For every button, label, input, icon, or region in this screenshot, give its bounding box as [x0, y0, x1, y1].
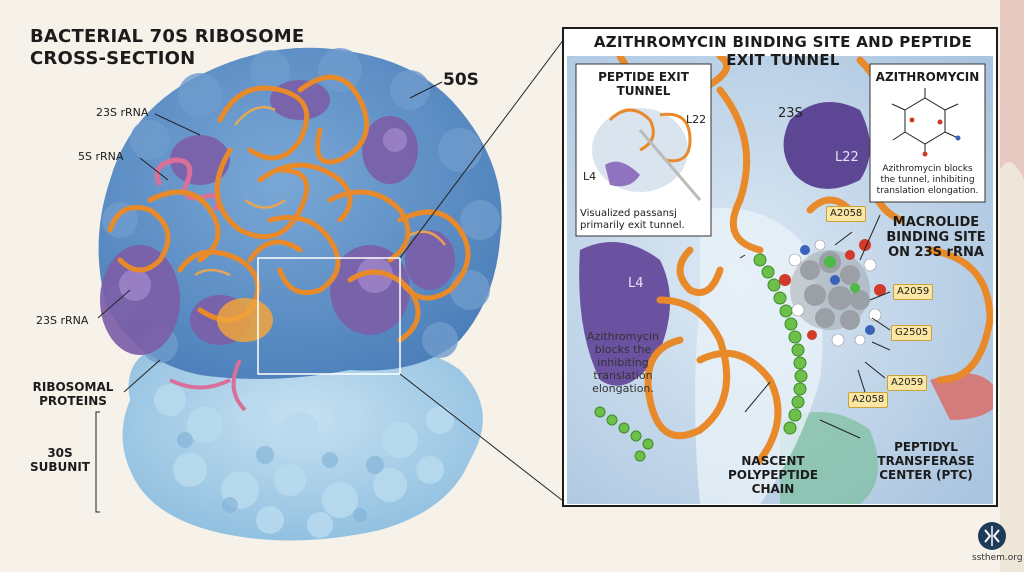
azithro-box-title: AZITHROMYCIN — [875, 70, 980, 84]
watermark-logo — [978, 522, 1006, 550]
left-leader-lines — [95, 81, 443, 513]
inset-panel — [562, 27, 998, 507]
label-5s-rrna: 5S rRNA — [78, 150, 124, 163]
tunnel-box-l22: L22 — [686, 113, 707, 126]
inset-label-23s: 23S — [778, 106, 803, 121]
label-30s-subunit: 30S SUBUNIT — [30, 446, 90, 474]
macrolide-binding-site-label: MACROLIDE BINDING SITE ON 23S rRNA — [886, 215, 986, 260]
main-title: BACTERIAL 70S RIBOSOME CROSS-SECTION — [30, 26, 304, 70]
watermark-text: ssthem.org — [972, 553, 1023, 563]
tunnel-box-caption: Visualized passansj primarily exit tunne… — [580, 208, 685, 231]
label-50s: 50S — [443, 70, 479, 90]
label-ribosomal-proteins: RIBOSOMAL PROTEINS — [32, 380, 114, 408]
inset-side-note: Azithromycin blocks the inhibiting trans… — [587, 330, 659, 395]
ribosome-structure — [98, 34, 568, 541]
label-23s-rrna-mid: 23S rRNA — [36, 314, 89, 327]
tunnel-box-l4: L4 — [583, 170, 597, 183]
tag-g2505: G2505 — [891, 325, 933, 341]
azithromycin-box — [869, 63, 986, 203]
nascent-polypeptide-label: NASCENT POLYPEPTIDE CHAIN — [727, 454, 819, 496]
tag-a2059-b: A2059 — [887, 375, 928, 391]
inset-label-l4: L4 — [628, 276, 644, 291]
inset-title: AZITHROMYCIN BINDING SITE AND PEPTIDE EX… — [593, 33, 973, 69]
azithro-box-caption: Azithromycin blocks the tunnel, inhibiti… — [876, 164, 979, 196]
label-23s-rrna-top: 23S rRNA — [96, 106, 149, 119]
tunnel-box-title: PEPTIDE EXIT TUNNEL — [598, 70, 689, 98]
azithromycin-molecule — [779, 239, 886, 347]
tunnel-inset-box — [575, 63, 712, 237]
rrna-23s-loops — [107, 74, 471, 343]
main-title-line-2: CROSS-SECTION — [30, 48, 196, 69]
ptc-label: PEPTIDYL TRANSFERASE CENTER (PTC) — [877, 440, 975, 482]
rrna-5s — [154, 157, 221, 212]
tag-a2058-top: A2058 — [826, 206, 867, 222]
tag-a2058-bottom: A2058 — [848, 392, 889, 408]
tag-a2059-a: A2059 — [893, 284, 934, 300]
main-title-line-1: BACTERIAL 70S RIBOSOME — [30, 26, 305, 47]
zoom-region-box — [257, 257, 401, 375]
inset-label-l22: L22 — [835, 150, 859, 165]
